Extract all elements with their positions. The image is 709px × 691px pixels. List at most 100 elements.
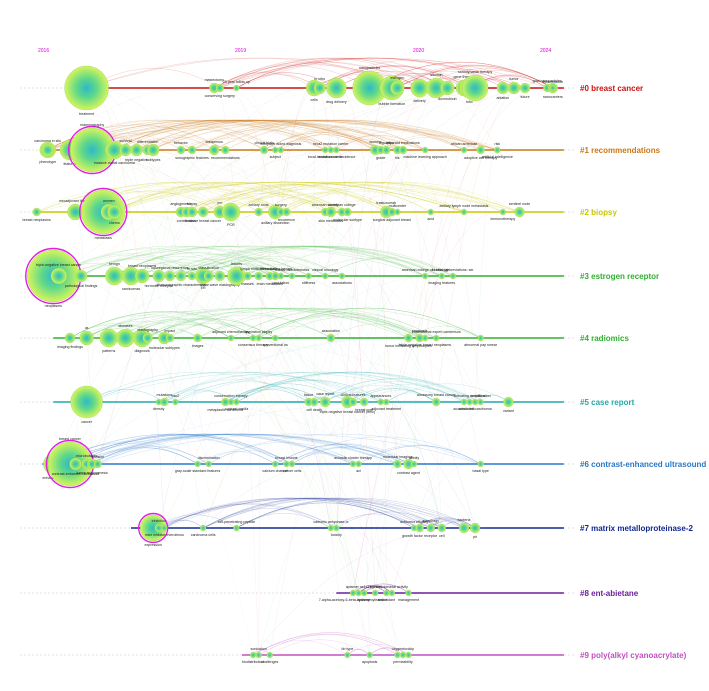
citation-arc	[114, 120, 326, 151]
citation-arc	[203, 181, 520, 213]
keyword-label: sentinel node	[509, 202, 530, 206]
keyword-label: discrimination	[198, 456, 220, 460]
citation-arc	[125, 138, 193, 151]
citation-arc	[36, 181, 342, 213]
keyword-label: differentiating benign	[259, 267, 292, 271]
keyword-node: excision	[91, 455, 104, 469]
keyword-label: microbubbles	[76, 454, 98, 458]
keyword-label: antitumor efficacy	[400, 520, 428, 524]
citation-arc	[92, 119, 426, 151]
citation-arc	[197, 400, 315, 465]
keyword-node: estrogen	[390, 76, 405, 96]
citation-arc	[352, 584, 393, 594]
citation-arc	[191, 129, 331, 151]
citation-arc	[358, 585, 393, 594]
citation-arc	[391, 401, 509, 594]
keyword-node: amplification	[471, 394, 491, 406]
keyword-label: adjuvant implications	[386, 141, 420, 145]
citation-arc	[408, 325, 481, 339]
keyword-label: american college	[328, 203, 355, 207]
citation-arc	[197, 451, 276, 465]
citation-arc	[230, 183, 431, 213]
citation-arc	[203, 497, 431, 529]
keyword-node: us	[79, 326, 94, 346]
node-circle	[388, 589, 396, 597]
node-circle	[197, 206, 209, 218]
citation-arc	[191, 184, 387, 213]
keyword-node: patterns	[99, 328, 118, 353]
keyword-label: tumor angiogenesis	[76, 471, 108, 475]
keyword-node: masses	[241, 271, 254, 286]
citation-arc	[280, 141, 326, 151]
citation-arc	[203, 184, 398, 213]
citation-arc	[236, 371, 481, 403]
citation-arc	[397, 65, 553, 89]
keyword-label: conservation therapy	[214, 394, 248, 398]
citation-arc	[69, 435, 276, 465]
keyword-node: delivery	[410, 78, 429, 103]
keyword-node: american college of radiology	[402, 268, 449, 280]
keyword-label: bb type	[342, 647, 354, 651]
keyword-node: aptamer	[358, 589, 372, 602]
citation-arc	[80, 258, 193, 277]
node-circle	[221, 202, 241, 222]
burst-ring	[79, 187, 128, 237]
node-circle	[105, 266, 124, 286]
citation-arc	[191, 183, 392, 213]
cluster-label: #0 breast cancer	[580, 84, 643, 93]
keyword-label: triple-negative breast cancer (tnbc)	[320, 410, 376, 414]
keyword-label: aptamer	[358, 598, 372, 602]
node-circle	[79, 330, 94, 346]
citation-arc	[114, 182, 326, 213]
node-circle	[410, 78, 429, 98]
citation-arc	[186, 181, 503, 213]
keyword-label: sonographic features	[175, 156, 209, 160]
keyword-label: consensus therapy	[238, 343, 268, 347]
keyword-node: consensus	[206, 140, 223, 156]
citation-arc	[180, 181, 465, 213]
keyword-label: 7-alpha-acetoxy-6-beta-hydroxyroyleanone	[319, 598, 388, 602]
keyword-label: consensus	[206, 140, 223, 144]
keyword-label: doxorubicin	[438, 97, 456, 101]
citation-arc	[264, 129, 404, 151]
keyword-label: mammography	[80, 123, 104, 127]
node-circle	[255, 334, 262, 342]
keyword-label: cell-penetrating peptide	[218, 520, 255, 524]
citation-arc	[291, 453, 354, 465]
keyword-node: multicenter	[389, 204, 407, 216]
keyword-node: sentinel node	[509, 202, 530, 218]
citation-arc	[136, 119, 376, 151]
citation-arc	[252, 632, 409, 656]
node-circle	[494, 146, 501, 154]
node-circle	[93, 459, 102, 469]
citation-arc	[53, 245, 293, 277]
keyword-label: adjuvant treatment	[371, 407, 401, 411]
citation-arc	[391, 199, 465, 213]
node-circle	[440, 80, 455, 96]
keyword-node: ph	[469, 522, 481, 539]
citation-arc	[203, 498, 415, 529]
citation-arc	[330, 323, 420, 339]
keyword-label: acl	[356, 469, 361, 473]
keyword-node: inflammation	[543, 80, 563, 92]
keyword-label: artificial intelligence	[482, 155, 513, 159]
node-circle	[327, 524, 334, 532]
keyword-label: basal type	[472, 469, 488, 473]
citation-arc	[169, 245, 426, 277]
keyword-label: risk	[495, 142, 501, 146]
keyword-label: toxicity	[331, 533, 342, 537]
citation-arc	[86, 445, 209, 465]
citation-arc	[203, 497, 442, 529]
citation-arc	[147, 318, 276, 339]
keyword-label: accumulation	[453, 407, 474, 411]
citation-arc	[191, 123, 376, 151]
citation-arc	[69, 119, 498, 151]
keyword-label: toxicity	[403, 647, 414, 651]
citation-arc	[280, 128, 426, 151]
citation-arc	[36, 181, 331, 213]
citation-arc	[358, 585, 393, 594]
citation-arc	[69, 311, 259, 339]
keyword-node: treatment	[64, 65, 109, 116]
node-circle	[272, 460, 279, 468]
citation-arc	[252, 633, 398, 656]
